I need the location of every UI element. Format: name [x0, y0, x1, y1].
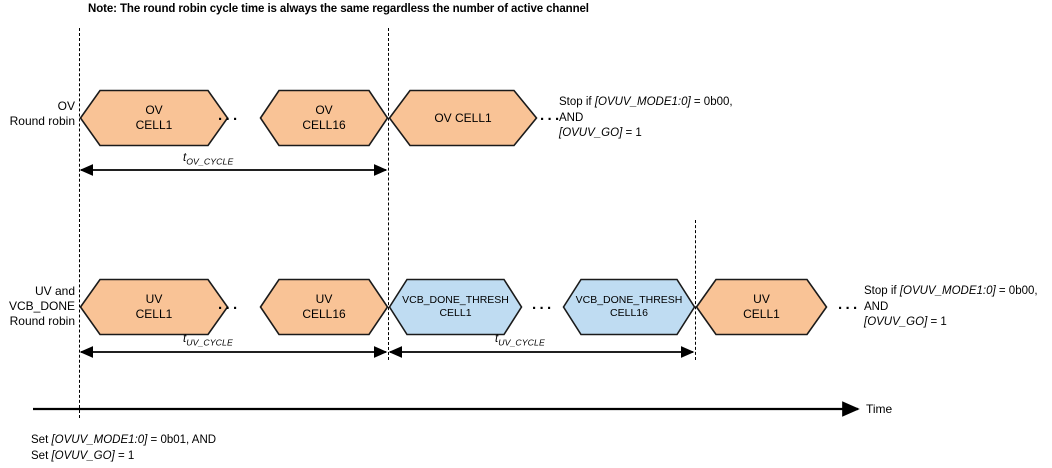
cycle-subscript: OV_CYCLE — [186, 156, 234, 167]
block-label: VCB_DONE_THRESH CELL1 — [402, 293, 509, 320]
register-name: [OVUV_MODE1:0] — [51, 434, 148, 446]
uv-stop-condition: Stop if [OVUV_MODE1:0] = 0b00, AND [OVUV… — [864, 284, 1038, 331]
guideline-uv-cycle-end — [695, 220, 696, 360]
register-name: [OVUV_MODE1:0] — [899, 285, 996, 297]
uv-cycle-label-1: tUV_CYCLE — [183, 333, 233, 347]
ellipsis-ov-1: ··· — [218, 111, 241, 128]
time-axis-label: Time — [866, 402, 893, 416]
block-uv-cell1-next: UV CELL1 — [695, 278, 828, 336]
ov-cycle-label: tOV_CYCLE — [183, 152, 233, 166]
guideline-start — [79, 28, 80, 418]
ellipsis-uv-3: ··· — [838, 300, 861, 317]
register-name: [OVUV_MODE1:0] — [594, 96, 691, 108]
cycle-symbol: t — [183, 152, 187, 164]
row-label-uv: UV and VCB_DONE Round robin — [8, 284, 75, 328]
block-label: OV CELL1 — [135, 103, 173, 132]
block-label: OV CELL16 — [302, 103, 346, 132]
stop-value: = 1 — [927, 316, 947, 328]
block-ov-cell1-next: OV CELL1 — [388, 89, 538, 147]
cycle-symbol: t — [495, 333, 499, 345]
register-name: [OVUV_GO] — [51, 450, 115, 462]
block-ov-cell16: OV CELL16 — [259, 89, 389, 147]
cycle-subscript: UV_CYCLE — [186, 337, 233, 348]
block-uv-cell16: UV CELL16 — [259, 278, 389, 336]
trigger-condition: Set [OVUV_MODE1:0] = 0b01, AND Set [OVUV… — [31, 432, 216, 464]
cycle-subscript: UV_CYCLE — [498, 337, 545, 348]
stop-value: = 1 — [622, 127, 642, 139]
set-prefix: Set — [31, 450, 52, 462]
register-name: [OVUV_GO] — [864, 316, 928, 328]
cycle-symbol: t — [183, 333, 187, 345]
block-label: OV CELL1 — [434, 110, 492, 125]
guideline-ov-cycle-end — [388, 28, 389, 360]
stop-and: AND — [559, 111, 584, 124]
ellipsis-uv-1: ··· — [218, 300, 241, 317]
set-prefix: Set — [31, 434, 52, 446]
set-value: = 1 — [114, 450, 135, 462]
stop-prefix: Stop if — [559, 96, 595, 108]
row-label-ov: OV Round robin — [9, 99, 75, 128]
block-vcb-done-thresh-cell16: VCB_DONE_THRESH CELL16 — [562, 278, 696, 336]
ellipsis-ov-2: ··· — [540, 111, 563, 128]
stop-value: = 0b00, — [690, 96, 733, 108]
block-label: UV CELL16 — [302, 292, 346, 321]
block-uv-cell1: UV CELL1 — [79, 278, 229, 336]
stop-and: AND — [864, 300, 889, 313]
diagram-note: Note: The round robin cycle time is alwa… — [88, 3, 589, 15]
block-vcb-done-thresh-cell1: VCB_DONE_THRESH CELL1 — [388, 278, 523, 336]
register-name: [OVUV_GO] — [559, 127, 623, 139]
ellipsis-uv-2: ··· — [532, 300, 555, 317]
ov-stop-condition: Stop if [OVUV_MODE1:0] = 0b00, AND [OVUV… — [559, 95, 733, 142]
uv-cycle-label-2: tUV_CYCLE — [495, 333, 545, 347]
block-label: UV CELL1 — [743, 292, 780, 321]
block-label: VCB_DONE_THRESH CELL16 — [575, 293, 683, 320]
stop-prefix: Stop if — [864, 285, 900, 297]
block-ov-cell1: OV CELL1 — [79, 89, 229, 147]
set-value: = 0b01, AND — [147, 434, 217, 446]
stop-value: = 0b00, — [995, 285, 1038, 297]
block-label: UV CELL1 — [135, 292, 173, 321]
